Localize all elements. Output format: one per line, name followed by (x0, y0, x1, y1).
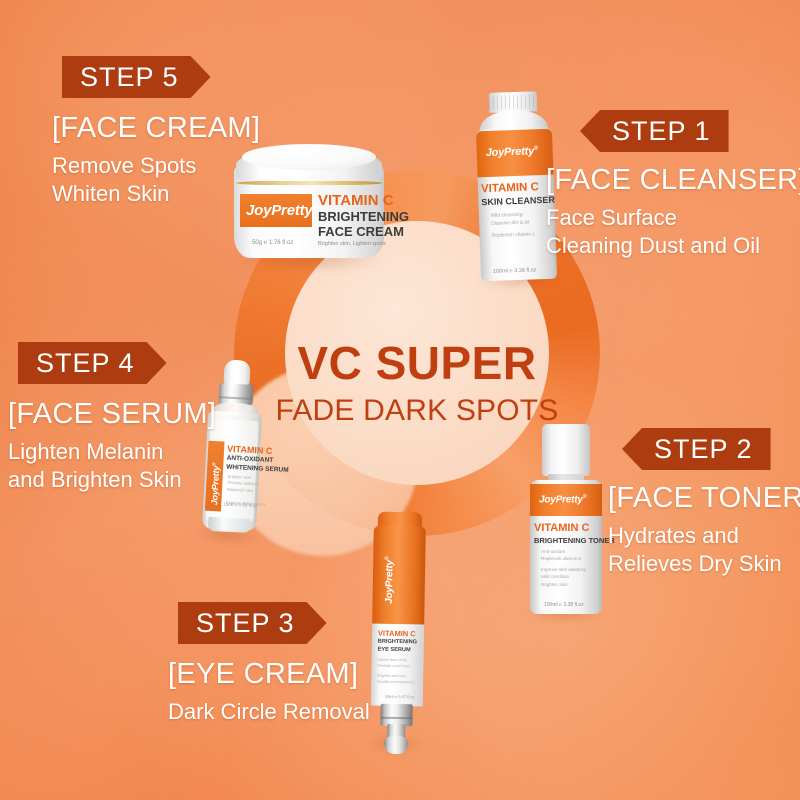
jar-tagline: Brighten skin, Lighten spots (318, 241, 386, 247)
cleanser-brand-band: JoyPretty® (475, 128, 554, 178)
eye-serum-label-text: VITAMIN C BRIGHTENING EYE SERUM (378, 629, 418, 655)
toner-fine-print-2: Improve skin elasticity Mild condition B… (541, 567, 586, 587)
step-block-2: [FACE TONER] Hydrates and Relieves Dry S… (608, 482, 800, 578)
jar-vitamin-line: VITAMIN C (318, 192, 394, 209)
step-2-product-name: [FACE TONER] (608, 482, 800, 514)
jar-brand-band: JoyPretty® (240, 194, 319, 227)
step-4-description: Lighten Melanin and Brighten Skin (8, 439, 182, 492)
product-brightening-toner: JoyPretty® VITAMIN C BRIGHTENING TONER A… (524, 424, 615, 622)
step-banner-5[interactable]: STEP 5 (62, 56, 211, 98)
step-3-description: Dark Circle Removal (168, 699, 370, 724)
step-2-description: Hydrates and Relieves Dry Skin (608, 523, 782, 576)
toner-brand-name: JoyPretty® (539, 494, 587, 506)
step-banner-4[interactable]: STEP 4 (18, 342, 167, 384)
jar-product-line-1: BRIGHTENING (318, 209, 409, 224)
serum-base (207, 516, 251, 533)
jar-brand-name: JoyPretty® (246, 202, 319, 219)
jar-lid-top (242, 144, 376, 170)
eye-serum-brand-name: JoyPretty® (383, 556, 396, 604)
toner-cap (542, 424, 590, 476)
toner-volume: 100ml ℮ 3.38 fl.oz (544, 602, 584, 608)
cleanser-brand-name: JoyPretty® (485, 145, 539, 160)
step-block-1: [FACE CLEANSER] Face Surface Cleaning Du… (546, 164, 800, 260)
cleanser-cap-ridges (488, 94, 538, 110)
jar-label-text: VITAMIN C BRIGHTENING FACE CREAM (318, 192, 409, 240)
product-face-cream-jar: JoyPretty® VITAMIN C BRIGHTENING FACE CR… (226, 142, 409, 272)
step-1-description: Face Surface Cleaning Dust and Oil (546, 205, 761, 258)
toner-neck (548, 474, 584, 482)
step-banner-1[interactable]: STEP 1 (580, 110, 729, 152)
step-banner-2[interactable]: STEP 2 (622, 428, 771, 470)
step-4-product-name: [FACE SERUM] (8, 398, 217, 430)
toner-fine-print: Anti-oxidant Replenish vitamin E (541, 549, 582, 562)
jar-gold-stripe (236, 181, 382, 185)
cleanser-label-text: VITAMIN C SKIN CLEANSER (480, 181, 555, 207)
step-block-3: [EYE CREAM] Dark Circle Removal (168, 658, 488, 726)
step-block-4: [FACE SERUM] Lighten Melanin and Brighte… (8, 398, 258, 494)
step-block-5: [FACE CREAM] Remove Spots Whiten Skin (52, 112, 352, 208)
toner-vitamin-line: VITAMIN C (534, 522, 590, 534)
eye-serum-rollerball-icon (383, 735, 409, 755)
step-banner-3[interactable]: STEP 3 (178, 602, 327, 644)
toner-label-text: VITAMIN C BRIGHTENING TONER (534, 522, 615, 545)
jar-product-line-2: FACE CREAM (318, 224, 404, 240)
eye-serum-body: JoyPretty® (372, 525, 426, 631)
eye-serum-product-line-2: EYE SERUM (377, 646, 411, 654)
cleanser-vitamin-line: VITAMIN C (480, 181, 540, 196)
jar-volume: 50g ℮ 1.76 fl.oz (252, 240, 294, 246)
step-5-description: Remove Spots Whiten Skin (52, 153, 197, 206)
eye-serum-product-line-1: BRIGHTENING (377, 638, 418, 646)
step-5-product-name: [FACE CREAM] (52, 112, 261, 144)
step-1-product-name: [FACE CLEANSER] (546, 164, 800, 196)
toner-brand-band: JoyPretty® (530, 484, 602, 516)
toner-product-line: BRIGHTENING TONER (534, 536, 615, 545)
step-3-product-name: [EYE CREAM] (168, 658, 359, 690)
cleanser-fine-print: Mild cleansing Dissolve dirt & oil (490, 211, 530, 227)
eye-serum-vitamin-line: VITAMIN C (377, 628, 416, 639)
